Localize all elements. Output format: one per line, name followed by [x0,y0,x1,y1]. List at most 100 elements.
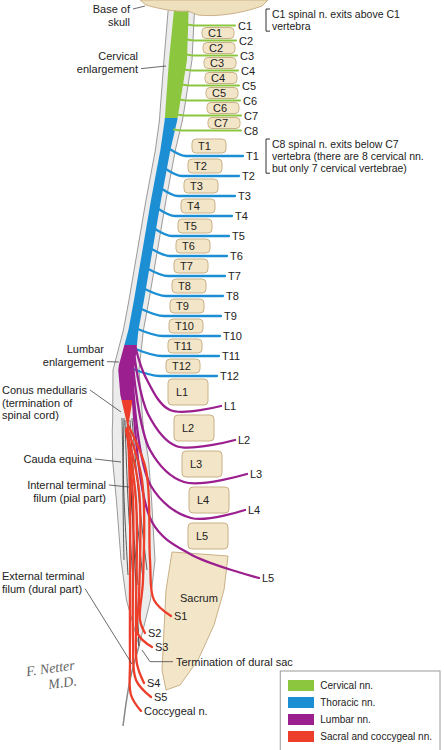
nerve-label: T3 [238,190,251,203]
anatomy-label: Internal terminal filum (pial part) [14,479,106,504]
legend-swatch [288,714,314,725]
vertebra-label: C4 [211,72,225,85]
vertebra-label: T7 [180,260,193,273]
spinal-nerve [132,388,259,578]
vertebral-body [208,118,240,129]
note-bracket [266,9,270,31]
vertebral-body [192,139,226,153]
vertebra-label: L5 [196,530,208,543]
note-text: C8 spinal n. exits below C7 vertebra (th… [272,138,432,174]
legend-text: Lumbar nn. [320,714,371,726]
spinal-cord-segment [121,400,132,428]
legend-text: Thoracic nn. [320,697,375,709]
vertebral-body [168,379,208,405]
vertebral-body [169,319,203,333]
vertebral-body [166,359,200,373]
anatomy-label: Termination of dural sac [176,656,293,669]
leader-line [141,66,166,69]
vertebra-label: L3 [190,458,202,471]
anatomy-label: Conus medullaris (termination of spinal … [2,384,100,422]
nerve-label: C8 [244,124,258,137]
vertebral-body [202,28,234,39]
vertebral-body [176,239,210,253]
vertebral-body [174,415,214,441]
vertebra-label: C6 [213,102,227,115]
nerve-label: T12 [220,370,239,383]
note-text: C1 spinal n. exits above C1 vertebra [272,8,422,32]
nerve-label: L2 [238,434,250,447]
spinal-nerve [133,368,247,483]
nerve-label: T7 [228,270,241,283]
vertebral-body [182,451,222,477]
signature: F. Netter M.D. [8,658,78,699]
vertebra-label: T1 [198,140,211,153]
leader-line [133,6,145,9]
nerve-label: L4 [248,504,260,517]
vertebral-body [172,279,206,293]
soft-tissue-group [112,0,259,726]
nerve-label: T5 [232,230,245,243]
nerve-label: L1 [224,400,236,413]
anatomy-label: Sacrum [180,592,218,605]
nerve-label: C1 [238,19,252,32]
nerve-label: Coccygeal n. [144,705,208,718]
nerve-label: S2 [148,627,161,640]
vertebra-label: C1 [208,27,222,40]
leader-line [90,390,121,412]
vertebral-body [206,88,238,99]
legend-swatch [288,731,314,742]
vertebral-body [205,73,237,84]
leader-line [85,589,132,664]
vertebral-body [168,339,202,353]
vertebral-body [184,179,218,193]
vertebra-label: C3 [210,57,224,70]
vertebra-label: C7 [214,117,228,130]
vertebra-label: C2 [209,42,223,55]
nerve-label: C2 [239,34,253,47]
vertebral-body [174,259,208,273]
nerve-label: T10 [223,330,242,343]
nerve-label: S4 [147,677,160,690]
vertebra-label: L1 [176,386,188,399]
nerve-label: C3 [240,49,254,62]
spinal-nerve [182,85,239,86]
legend-text: Sacral and coccygeal nn. [320,731,432,743]
nerve-label: T11 [222,350,240,363]
legend-text: Cervical nn. [320,680,373,692]
spinal-nerve [187,25,235,26]
nerve-label: C5 [242,79,256,92]
vertebra-label: T9 [176,300,189,313]
vertebra-label: T10 [175,320,194,333]
vertebral-body [170,299,204,313]
vertebra-label: L2 [182,422,194,435]
spinal-nerve [136,348,221,412]
vertebral-body [188,159,222,173]
spinal-nerve [174,130,241,131]
sacrum-bone [162,552,228,690]
nerve-label: T4 [235,210,248,223]
vertebra-label: C5 [212,87,226,100]
anatomy-label: Lumbar enlargement [36,343,104,368]
nerve-label: T8 [226,290,239,303]
vertebral-body [178,219,212,233]
nerve-label: C6 [243,94,257,107]
legend-swatch [288,697,314,708]
nerve-label: C4 [241,64,255,77]
spinal-nerve [135,358,235,448]
skull-base [140,0,268,16]
spinal-nerve [187,40,236,41]
vertebra-label: L4 [197,494,209,507]
leader-line [107,361,119,362]
leader-line [109,485,129,487]
spinal-nerve [177,115,241,116]
legend-box [280,671,440,750]
leader-line [95,459,121,462]
spinal-nerve [186,55,237,56]
anatomy-label: External terminal filum (dural part) [2,570,102,595]
nerve-label: S5 [154,691,167,704]
vertebral-body [203,43,235,54]
vertebra-label: T3 [190,180,203,193]
vertebra-label: T11 [174,340,192,353]
vertebra-label: T2 [194,160,207,173]
